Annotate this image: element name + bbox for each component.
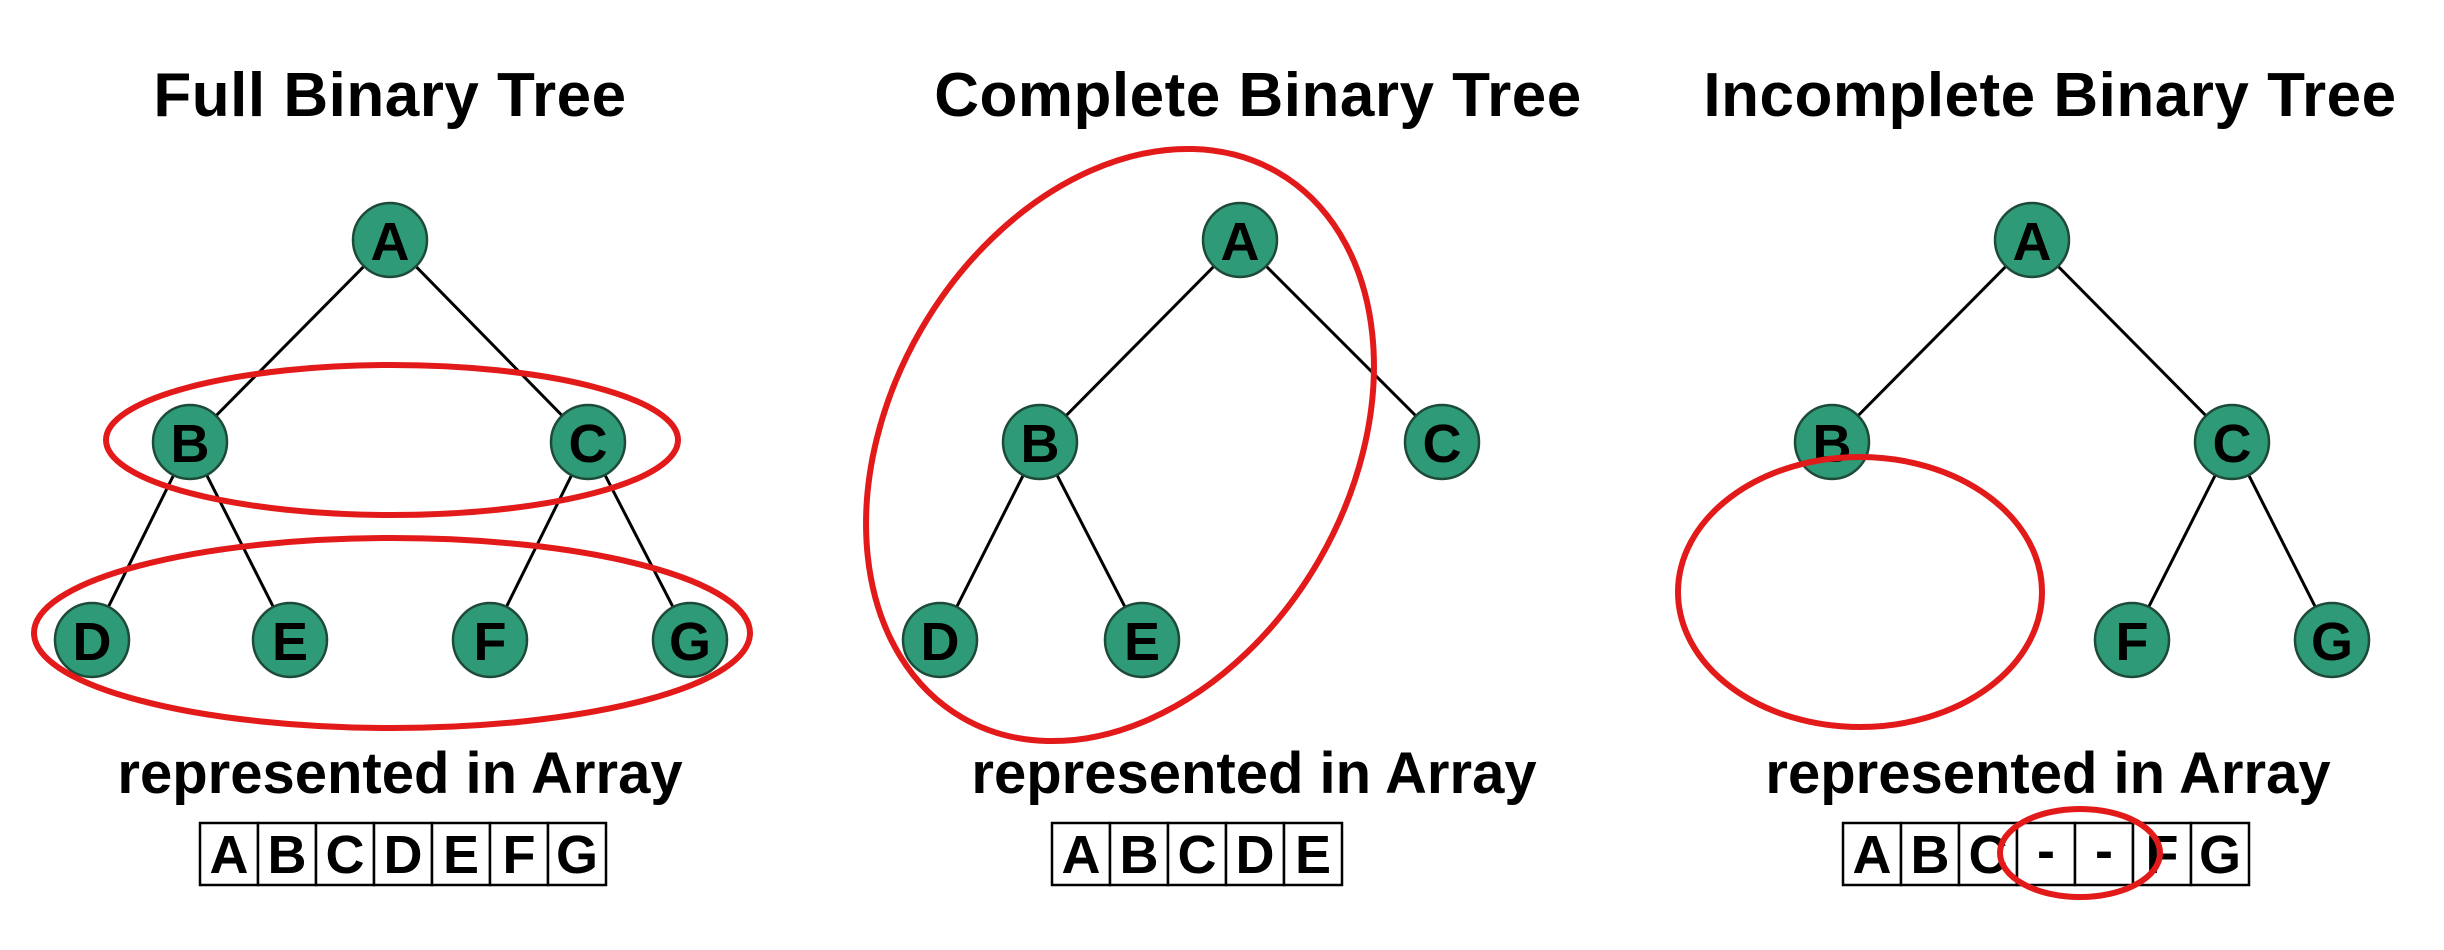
complete-subtree-highlight-ring <box>863 145 1377 745</box>
svg-text:F: F <box>503 825 536 885</box>
missing-subtree-highlight-ring <box>1675 454 2045 730</box>
complete-tree-array-caption: represented in Array <box>971 741 1537 806</box>
tree-node: D <box>901 601 979 679</box>
edge-a-b <box>1830 238 2034 444</box>
edge-a-b <box>188 238 392 444</box>
full-tree-array-caption: represented in Array <box>117 741 683 806</box>
svg-text:B: B <box>1813 414 1852 474</box>
svg-text:B: B <box>1911 825 1950 885</box>
svg-text:C: C <box>1178 825 1217 885</box>
svg-text:-: - <box>2037 821 2055 881</box>
svg-text:E: E <box>1124 612 1160 672</box>
array-cell: C <box>1166 821 1228 887</box>
array-cell: F <box>488 821 550 887</box>
edge-a-c <box>388 238 590 444</box>
svg-text:B: B <box>1021 414 1060 474</box>
tree-node: F <box>2093 601 2171 679</box>
svg-text:A: A <box>371 212 410 272</box>
tree-node: D <box>53 601 131 679</box>
svg-text:C: C <box>2213 414 2252 474</box>
array-cell: D <box>1224 821 1286 887</box>
tree-node: C <box>2193 403 2271 481</box>
tree-node: A <box>1993 201 2071 279</box>
tree-node: A <box>1201 201 1279 279</box>
svg-text:B: B <box>268 825 307 885</box>
svg-text:A: A <box>1221 212 1260 272</box>
array-cell: C <box>314 821 376 887</box>
svg-text:F: F <box>474 612 507 672</box>
array-cell: A <box>1841 821 1903 887</box>
tree-node: C <box>1403 403 1481 481</box>
level-2-highlight-ring <box>31 535 753 731</box>
tree-node: G <box>651 601 729 679</box>
level-1-highlight-ring <box>103 362 681 518</box>
complete-tree: A B C D E <box>863 145 1481 745</box>
svg-text:A: A <box>210 825 249 885</box>
array-cell: A <box>1050 821 1112 887</box>
array-cell: - <box>2015 821 2077 887</box>
svg-text:F: F <box>2116 612 2149 672</box>
svg-text:D: D <box>1236 825 1275 885</box>
svg-text:G: G <box>556 825 598 885</box>
svg-text:E: E <box>443 825 479 885</box>
svg-text:C: C <box>326 825 365 885</box>
array-cell: A <box>198 821 260 887</box>
svg-text:D: D <box>384 825 423 885</box>
svg-text:C: C <box>569 414 608 474</box>
svg-text:B: B <box>171 414 210 474</box>
array-cell: G <box>546 821 608 887</box>
array-cell: B <box>1899 821 1961 887</box>
incomplete-tree-array: A B C - - F G <box>1841 806 2251 900</box>
incomplete-tree-title: Incomplete Binary Tree <box>1703 61 2397 130</box>
array-cell: B <box>1108 821 1170 887</box>
tree-node: E <box>1103 601 1181 679</box>
array-cell: D <box>372 821 434 887</box>
svg-text:C: C <box>1423 414 1462 474</box>
svg-text:D: D <box>73 612 112 672</box>
svg-text:A: A <box>2013 212 2052 272</box>
svg-text:G: G <box>2199 825 2241 885</box>
edge-a-c <box>2030 238 2234 444</box>
tree-node: B <box>151 403 229 481</box>
svg-text:-: - <box>2095 821 2113 881</box>
svg-text:B: B <box>1120 825 1159 885</box>
tree-node: G <box>2293 601 2371 679</box>
full-tree: A B C D E F G <box>31 201 753 731</box>
empty-slots-highlight-ring <box>1997 806 2163 900</box>
tree-node: F <box>451 601 529 679</box>
array-cell: B <box>256 821 318 887</box>
tree-node: B <box>1793 403 1871 481</box>
svg-text:E: E <box>272 612 308 672</box>
complete-tree-array: A B C D E <box>1050 821 1344 887</box>
svg-text:G: G <box>669 612 711 672</box>
tree-node: C <box>549 403 627 481</box>
array-cell: G <box>2189 821 2251 887</box>
svg-text:G: G <box>2311 612 2353 672</box>
svg-text:E: E <box>1295 825 1331 885</box>
incomplete-tree: A B C F G <box>1675 201 2371 730</box>
svg-text:A: A <box>1853 825 1892 885</box>
tree-node: B <box>1001 403 1079 481</box>
edge-a-c <box>1238 238 1444 444</box>
array-cell: E <box>1282 821 1344 887</box>
array-cell: E <box>430 821 492 887</box>
incomplete-tree-array-caption: represented in Array <box>1765 741 2331 806</box>
svg-text:D: D <box>921 612 960 672</box>
svg-text:A: A <box>1062 825 1101 885</box>
array-cell: - <box>2073 821 2135 887</box>
tree-node: E <box>251 601 329 679</box>
complete-tree-title: Complete Binary Tree <box>934 61 1582 130</box>
tree-node: A <box>351 201 429 279</box>
edge-a-b <box>1038 238 1242 444</box>
full-tree-title: Full Binary Tree <box>153 61 627 130</box>
full-tree-array: A B C D E F G <box>198 821 608 887</box>
